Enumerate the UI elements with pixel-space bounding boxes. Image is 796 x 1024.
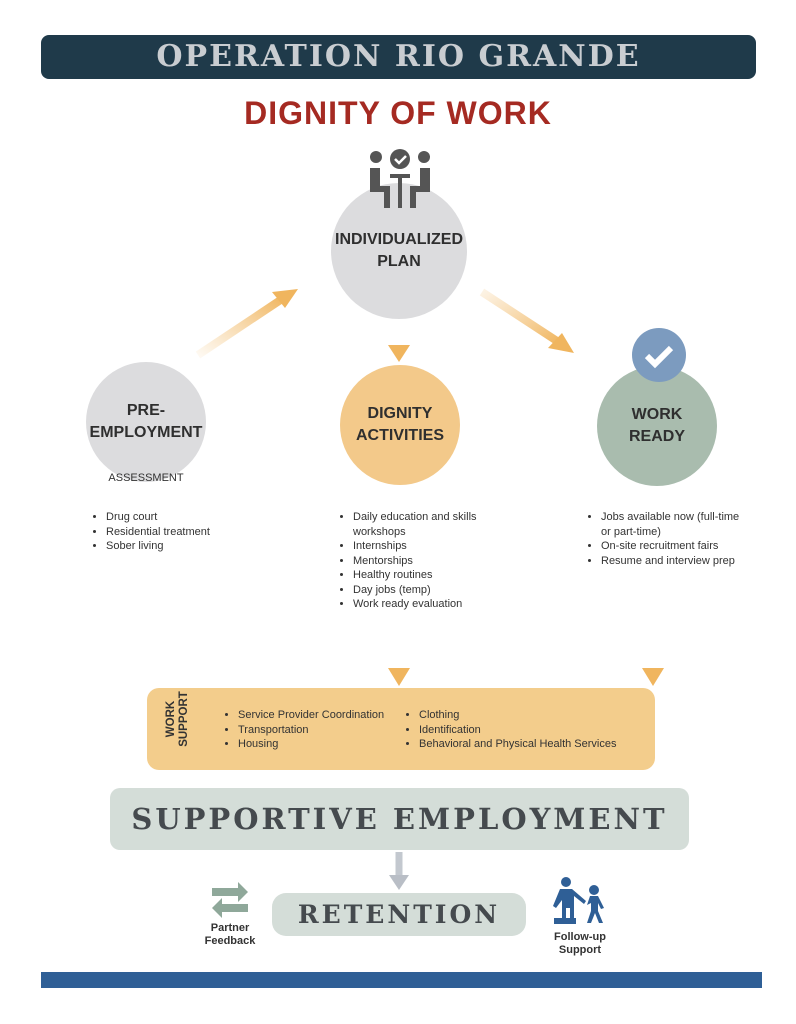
dignity-activities-circle: DIGNITY ACTIVITIES [340, 365, 460, 485]
arrow-ready-to-support [642, 588, 664, 686]
arrow-plan-to-dignity [388, 320, 410, 362]
checkmark-icon [632, 328, 686, 382]
list-item: Residential treatment [106, 525, 210, 540]
dignity-label-2: ACTIVITIES [355, 427, 444, 444]
list-item: Jobs available now (full-time or part-ti… [601, 510, 741, 539]
pre-label-2: EMPLOYMENT [89, 424, 203, 441]
helping-hand-icon [553, 877, 604, 924]
page-title: DIGNITY OF WORK [244, 95, 552, 131]
list-item: Drug court [106, 510, 210, 525]
list-item: Service Provider Coordination [238, 708, 384, 723]
plan-label-1: INDIVIDUALIZED [335, 231, 463, 248]
ws-label-2: SUPPORT [178, 691, 190, 747]
list-item: Day jobs (temp) [353, 583, 483, 598]
retention-bar: RETENTION [272, 893, 526, 936]
pre-employment-circle: PRE- EMPLOYMENT [86, 362, 206, 482]
list-item: Clothing [419, 708, 617, 723]
ready-list: Jobs available now (full-time or part-ti… [585, 510, 741, 568]
partner-line-1: Partner [210, 922, 250, 934]
list-item: Identification [419, 723, 617, 738]
work-ready-circle: WORK READY [597, 366, 717, 486]
list-item: Resume and interview prep [601, 554, 741, 569]
ws-list-2: Clothing Identification Behavioral and P… [403, 708, 617, 752]
pre-list: Drug court Residential treatment Sober l… [90, 510, 210, 554]
list-item: On-site recruitment fairs [601, 539, 741, 554]
individualized-plan-circle: INDIVIDUALIZED PLAN [331, 183, 467, 319]
list-item: Work ready evaluation [353, 597, 483, 612]
dignity-label-1: DIGNITY [367, 405, 433, 422]
list-item: Healthy routines [353, 568, 483, 583]
assessment-label: ASSESSMENT [108, 472, 184, 484]
ready-label-1: WORK [631, 406, 683, 423]
dignity-list: Daily education and skills workshops Int… [337, 510, 483, 612]
supportive-employment-bar: SUPPORTIVE EMPLOYMENT [110, 788, 689, 850]
arrow-plan-to-ready [479, 288, 574, 353]
exchange-arrows-icon [212, 882, 248, 918]
header-banner: OPERATION RIO GRANDE [41, 35, 756, 79]
ws-list-1: Service Provider Coordination Transporta… [222, 708, 384, 752]
partner-line-2: Feedback [204, 935, 256, 947]
followup-line-2: Support [558, 944, 602, 956]
pre-label-1: PRE- [126, 402, 166, 419]
arrow-supportive-to-retention [389, 852, 409, 890]
arrow-pre-to-plan [195, 289, 298, 359]
footer-bar [41, 972, 762, 988]
list-item: Mentorships [353, 554, 483, 569]
ws-label-1: WORK [165, 700, 177, 738]
arrow-dignity-to-support [388, 625, 410, 686]
list-item: Sober living [106, 539, 210, 554]
meeting-icon [370, 149, 430, 208]
ready-label-2: READY [628, 428, 685, 445]
list-item: Daily education and skills workshops [353, 510, 483, 539]
list-item: Behavioral and Physical Health Services [419, 737, 617, 752]
followup-line-1: Follow-up [554, 931, 606, 943]
list-item: Housing [238, 737, 384, 752]
plan-label-2: PLAN [377, 253, 421, 270]
list-item: Transportation [238, 723, 384, 738]
list-item: Internships [353, 539, 483, 554]
